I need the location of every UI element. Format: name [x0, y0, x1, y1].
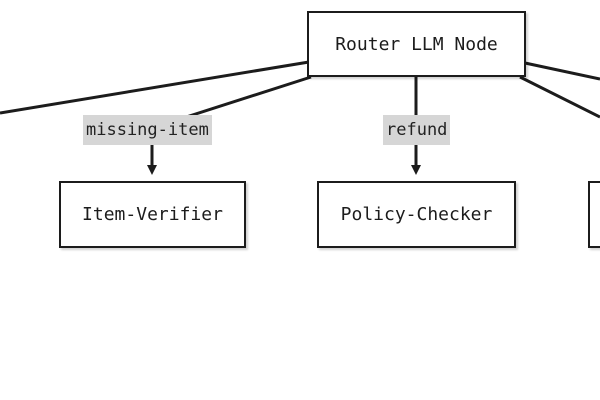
- offscreen-right-node[interactable]: [588, 181, 600, 248]
- edge-router-to-offscreen-right-upper: [524, 61, 600, 81]
- router-llm-node[interactable]: Router LLM Node: [307, 11, 526, 77]
- edge-label-missing-item: missing-item: [83, 115, 212, 145]
- item-verifier-node-label: Item-Verifier: [82, 204, 223, 225]
- router-llm-node-label: Router LLM Node: [335, 33, 498, 55]
- edge-label-refund: refund: [383, 115, 451, 145]
- item-verifier-node[interactable]: Item-Verifier: [59, 181, 246, 248]
- edge-router-to-offscreen-left: [0, 60, 310, 115]
- policy-checker-node[interactable]: Policy-Checker: [317, 181, 516, 248]
- policy-checker-node-label: Policy-Checker: [340, 204, 493, 225]
- edge-router-to-offscreen-right-lower: [519, 75, 600, 119]
